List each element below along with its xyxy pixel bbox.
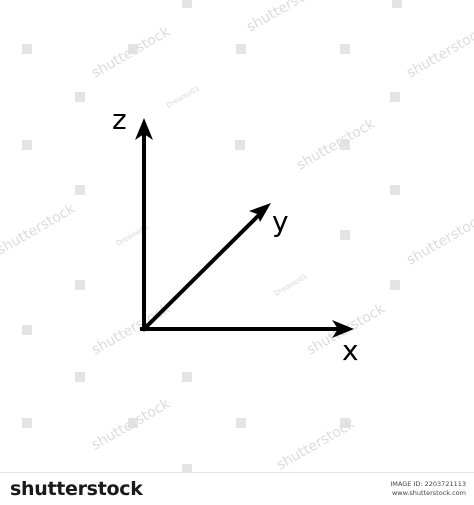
axes-diagram [135,118,354,338]
z-axis-label: z [112,103,127,136]
image-id: IMAGE ID: 2203721113 [390,480,466,488]
y-axis-label: y [272,205,289,238]
shutterstock-logo: shutterstock [10,478,143,500]
stock-footer: shutterstock IMAGE ID: 2203721113 www.sh… [0,472,474,505]
x-arrowhead-icon [332,320,354,338]
z-arrowhead-icon [135,118,153,140]
y-axis-line [141,209,265,332]
x-axis-label: x [342,334,359,367]
site-url: www.shutterstock.com [391,489,466,498]
image-meta: IMAGE ID: 2203721113 www.shutterstock.co… [390,480,466,499]
y-arrowhead-icon [249,203,271,222]
